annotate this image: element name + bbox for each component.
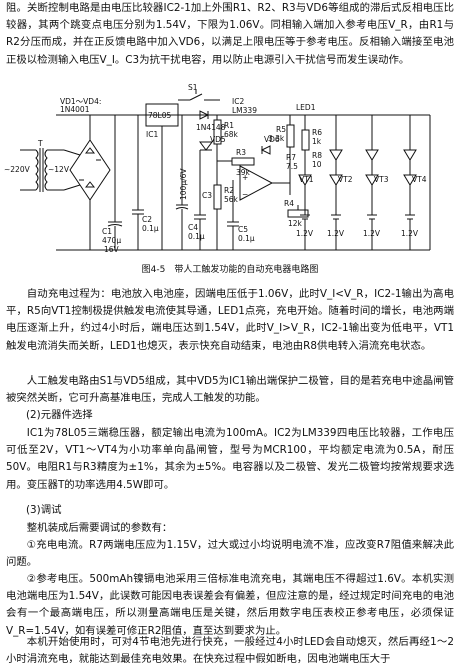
paragraph-manual-trigger: 人工触发电路由S1与VD5组成，其中VD5为IC1输出端保护二极管，目的是若充电… bbox=[6, 375, 454, 405]
label-vt3: VT3 bbox=[374, 175, 389, 184]
paragraph-reference-voltage: ②参考电压。500mAh镍镉电池采用三倍标准电流充电，其端电压不得超过1.6V。… bbox=[6, 573, 454, 637]
label-vd: VD1～VD4: bbox=[60, 97, 101, 106]
label-c1-v: 16V bbox=[104, 245, 120, 254]
paragraph-charge-current: ①充电电流。R7两端电压应为1.15V，过大或过小均说明电流不准，应改变R7阻值… bbox=[6, 539, 454, 569]
figure-caption: 图4-5 带人工触发功能的自动充电器电路图 bbox=[141, 265, 319, 275]
label-s1: S1 bbox=[188, 83, 198, 92]
label-c4: C4 bbox=[188, 223, 198, 232]
label-r8-val: 10 bbox=[312, 160, 322, 169]
paragraph-auto-charge: 自动充电过程为：电池放入电池座，因端电压低于1.06V，此时V_I<V_R，IC… bbox=[6, 288, 454, 352]
label-vd5: VD5 bbox=[210, 135, 226, 144]
label-r6: R6 bbox=[312, 128, 322, 137]
label-c5: C5 bbox=[238, 225, 248, 234]
label-ac: ~220V bbox=[4, 165, 31, 174]
bridge-rectifier bbox=[69, 139, 111, 201]
label-r2: R2 bbox=[224, 186, 234, 195]
label-led1: LED1 bbox=[296, 103, 316, 112]
heading-components: (2)元器件选择 bbox=[26, 409, 93, 421]
paragraph-debug-intro: 整机装成后需要调试的参数有： bbox=[26, 522, 173, 534]
label-transformer: T bbox=[37, 139, 43, 148]
label-bat1: 1.2V bbox=[296, 229, 314, 238]
label-r8: R8 bbox=[312, 151, 322, 160]
label-r5-val: 3.3k bbox=[268, 134, 285, 143]
label-c1: C1 bbox=[102, 227, 112, 236]
label-bat3: 1.2V bbox=[363, 229, 381, 238]
label-r3: R3 bbox=[236, 148, 246, 157]
label-r3-val: 39k bbox=[236, 168, 251, 177]
label-c2-val: 0.1μ bbox=[142, 224, 159, 233]
heading-debug: (3)调试 bbox=[26, 504, 62, 516]
label-vt4: VT4 bbox=[412, 175, 427, 184]
label-c3-val: 100μ/6V bbox=[179, 168, 188, 200]
label-minus: − bbox=[242, 190, 248, 199]
label-vt1: VT1 bbox=[299, 175, 314, 184]
transformer-secondary bbox=[44, 149, 48, 191]
label-ic1: 78L05 bbox=[148, 111, 171, 120]
label-r6-val: 1k bbox=[312, 137, 322, 146]
label-r4: R4 bbox=[284, 199, 294, 208]
label-r2-val: 56k bbox=[224, 195, 239, 204]
label-c2: C2 bbox=[142, 215, 152, 224]
label-r5: R5 bbox=[276, 125, 286, 134]
label-ic1-name: IC1 bbox=[146, 130, 158, 139]
label-r1: R1 bbox=[224, 121, 234, 130]
label-r4-val: 12k bbox=[288, 219, 303, 228]
label-vd6: VD6 bbox=[264, 135, 280, 144]
label-c1-val: 470μ bbox=[102, 236, 121, 245]
label-bat4: 1.2V bbox=[401, 229, 419, 238]
label-c5-val: 0.1μ bbox=[238, 234, 255, 243]
intro-paragraph: 阻。关断控制电路是由电压比较器IC2-1加上外围R1、R2、R3与VD6等组成的… bbox=[6, 2, 454, 66]
label-vt2: VT2 bbox=[338, 175, 353, 184]
paragraph-usage: 本机开始使用时，可对4节电池先进行快充，一般经过4小时LED会自动熄灭，然后再经… bbox=[6, 636, 454, 666]
label-r1-val: 68k bbox=[224, 130, 239, 139]
label-r7: R7 bbox=[286, 153, 296, 162]
charging-branches bbox=[298, 115, 431, 250]
label-vd-type: 1N4001 bbox=[60, 105, 90, 114]
transformer-primary bbox=[35, 149, 39, 191]
label-ic2-type: LM339 bbox=[232, 106, 257, 115]
label-c4-val: 0.1μ bbox=[188, 232, 205, 241]
comparator-ic2-1 bbox=[239, 165, 274, 201]
label-1n4148: 1N4148 bbox=[196, 123, 226, 132]
circuit-diagram: VD1～VD4: 1N4001 T ~220V ~12V 78L05 IC1 S… bbox=[4, 83, 431, 254]
label-plus: + bbox=[242, 173, 248, 182]
label-bat2: 1.2V bbox=[327, 229, 345, 238]
label-c3: C3 bbox=[202, 191, 212, 200]
label-sec: ~12V bbox=[48, 165, 70, 174]
paragraph-components: IC1为78L05三端稳压器，额定输出电流为100mA。IC2为LM339四电压… bbox=[6, 427, 454, 491]
label-ic2: IC2 bbox=[232, 97, 244, 106]
label-r7-val: 7.5 bbox=[286, 162, 298, 171]
